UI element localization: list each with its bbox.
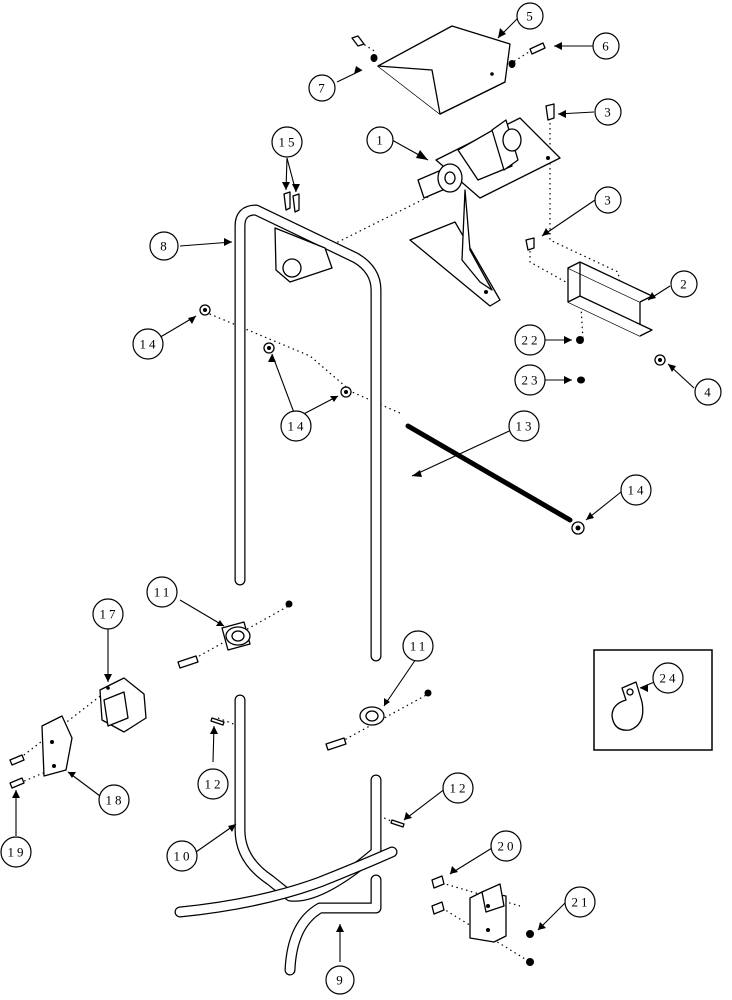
leader-arrowheads [12, 28, 676, 932]
tube-clamp-lower [325, 689, 432, 751]
callout-22: 22 [514, 324, 546, 356]
callout-label: 13 [516, 419, 535, 434]
callout-2: 2 [670, 270, 698, 298]
pin-hardware-12 [210, 717, 405, 828]
callout-label: 3 [604, 105, 614, 120]
callout-9: 9 [325, 965, 355, 995]
callout-label: 11 [410, 639, 429, 654]
callout-6: 6 [592, 32, 620, 60]
bolt-hardware-6 [508, 42, 546, 68]
callout-label: 17 [100, 607, 119, 622]
callout-label: 6 [602, 39, 612, 54]
callout-14-middle: 14 [280, 410, 312, 442]
callout-7: 7 [308, 74, 336, 102]
callout-label: 21 [572, 895, 591, 910]
callout-3-lower: 3 [594, 186, 622, 214]
callout-label: 7 [318, 81, 328, 96]
leader-lines [15, 15, 695, 962]
threaded-rod [405, 423, 573, 523]
callout-label: 11 [154, 585, 173, 600]
callout-12-right: 12 [442, 772, 474, 804]
callout-17: 17 [92, 598, 124, 630]
callout-20: 20 [490, 830, 522, 862]
bolt-hardware-3 [525, 103, 555, 251]
callout-label: 3 [604, 193, 614, 208]
callout-label: 12 [450, 781, 469, 796]
lower-frame-tube-9 [174, 846, 398, 976]
lower-bracket [431, 875, 534, 966]
nut-hardware-22-23-4 [576, 336, 666, 384]
callout-15: 15 [271, 126, 303, 158]
callout-19: 19 [0, 836, 32, 868]
callout-21: 21 [564, 886, 596, 918]
bearing-mount-assembly [409, 117, 561, 307]
callout-label: 1 [376, 133, 386, 148]
callout-label: 19 [8, 845, 27, 860]
callout-18: 18 [98, 784, 130, 816]
callout-label: 14 [140, 337, 159, 352]
bolt-hardware-7 [351, 35, 378, 62]
callout-label: 23 [522, 373, 541, 388]
callout-label: 2 [680, 277, 690, 292]
callout-label: 14 [288, 419, 307, 434]
support-bracket [567, 261, 653, 337]
callout-3-upper: 3 [594, 98, 622, 126]
callout-5: 5 [516, 2, 544, 30]
callout-4: 4 [694, 378, 722, 406]
tube-clamp-upper [177, 600, 293, 669]
callout-label: 5 [526, 9, 536, 24]
callout-label: 22 [522, 333, 541, 348]
callout-label: 4 [704, 385, 714, 400]
callout-label: 8 [160, 239, 170, 254]
callout-24: 24 [652, 662, 684, 694]
callout-label: 15 [279, 135, 298, 150]
mounting-plate-17 [99, 677, 147, 733]
callout-label: 24 [660, 671, 679, 686]
callout-label: 12 [205, 777, 224, 792]
upper-frame-tube [234, 191, 382, 662]
inset-detail-box [593, 649, 713, 751]
callout-8: 8 [149, 231, 179, 261]
callout-label: 14 [628, 483, 647, 498]
callout-23: 23 [514, 364, 546, 396]
callout-13: 13 [508, 410, 540, 442]
spacer-hardware-14 [199, 304, 585, 535]
callout-14-right: 14 [620, 474, 652, 506]
callout-label: 9 [336, 973, 346, 988]
callout-10: 10 [166, 840, 198, 872]
mounting-plate-18 [41, 715, 73, 777]
callout-1: 1 [366, 126, 394, 154]
screw-hardware-19 [9, 754, 25, 789]
callout-label: 20 [498, 839, 517, 854]
callout-11-lower: 11 [402, 630, 434, 662]
callout-14-left: 14 [132, 328, 164, 360]
callout-12-left: 12 [197, 768, 229, 800]
callout-label: 10 [174, 849, 193, 864]
cover-shield [377, 25, 511, 115]
callout-label: 18 [106, 793, 125, 808]
callout-11-upper: 11 [146, 576, 178, 608]
